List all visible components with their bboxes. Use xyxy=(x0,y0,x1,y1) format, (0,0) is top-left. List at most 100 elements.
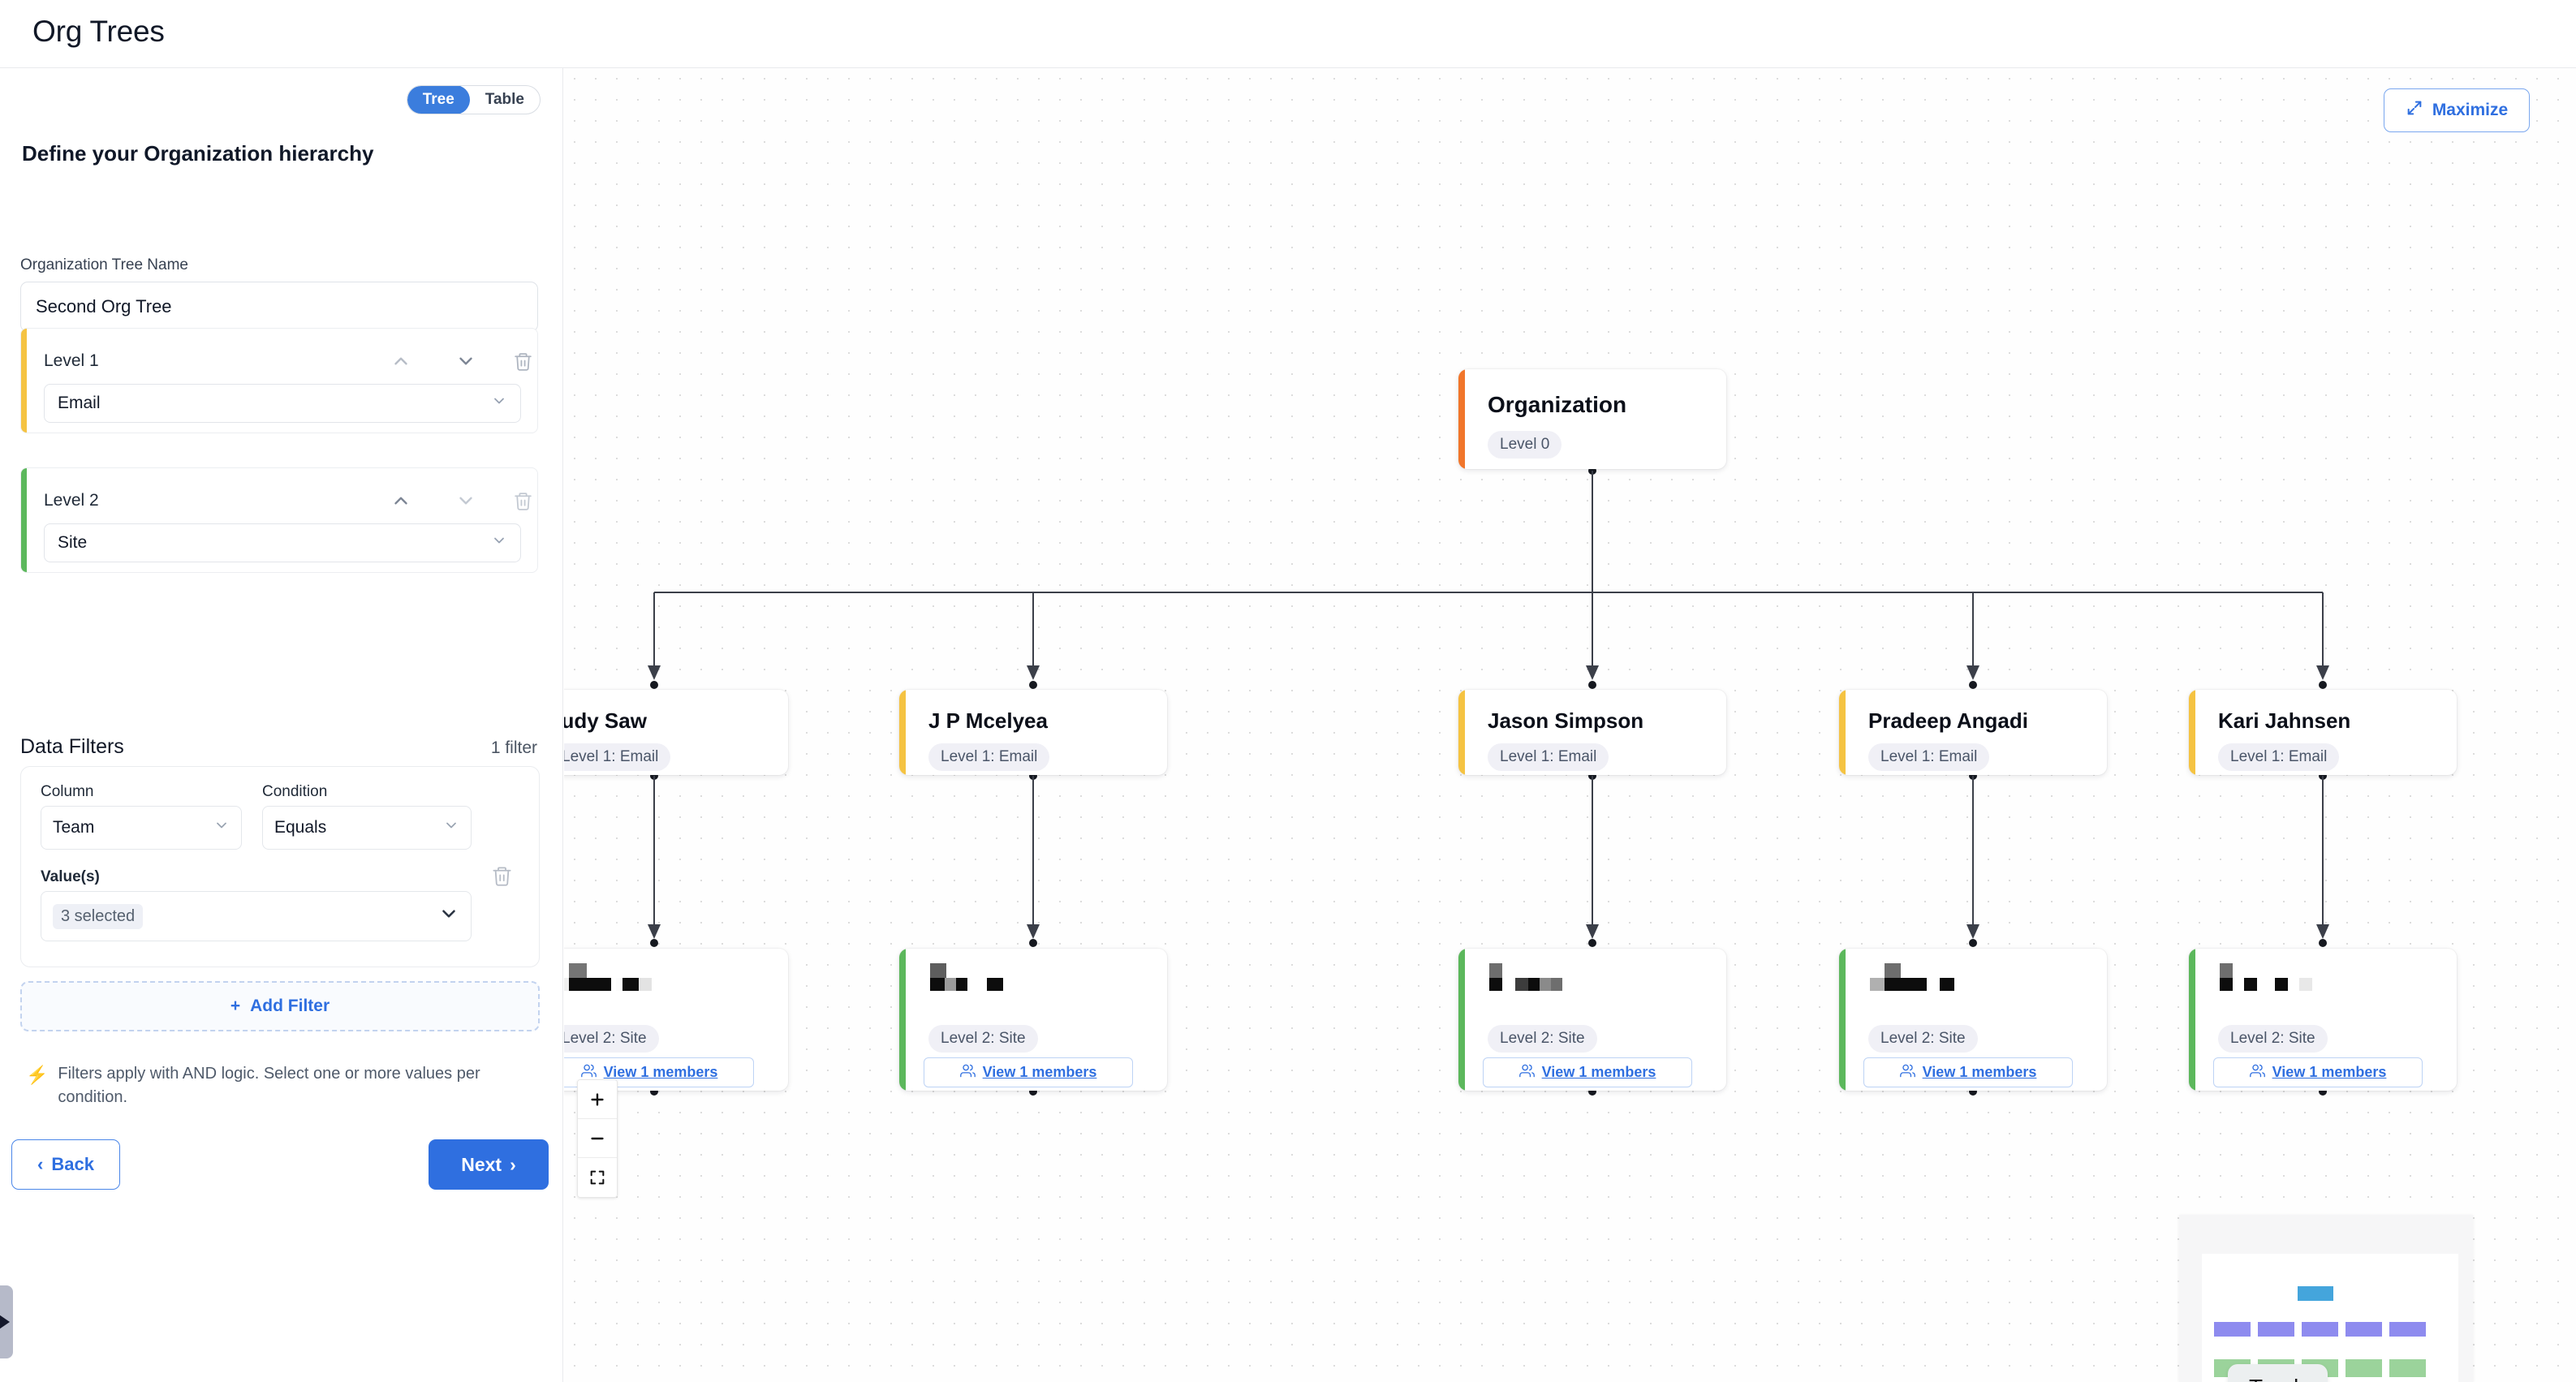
canvas-minimap[interactable] xyxy=(2179,1215,2473,1382)
node-level-badge: Level 2: Site xyxy=(2218,1025,2328,1053)
column-label: Column xyxy=(41,783,94,800)
node-level-badge: Level 2: Site xyxy=(928,1025,1038,1053)
expand-icon xyxy=(2406,99,2423,122)
move-level-down-button[interactable] xyxy=(450,484,482,517)
add-filter-label: Add Filter xyxy=(250,997,330,1015)
panel-heading: Define your Organization hierarchy xyxy=(22,141,374,166)
node-title: Judy Saw xyxy=(564,708,647,733)
level-stripe xyxy=(21,329,27,433)
maximize-button[interactable]: Maximize xyxy=(2384,88,2530,132)
node-stripe xyxy=(1839,690,1846,775)
org-node-root[interactable]: Organization Level 0 xyxy=(1458,369,1726,469)
delete-level-button[interactable] xyxy=(506,345,537,377)
org-node-level1[interactable]: Jason Simpson Level 1: Email xyxy=(1458,690,1726,775)
back-button[interactable]: ‹ Back xyxy=(11,1139,120,1190)
view-members-label: View 1 members xyxy=(603,1064,718,1080)
chevron-left-icon: ‹ xyxy=(37,1154,44,1174)
node-stripe xyxy=(1458,369,1465,469)
node-title: J P Mcelyea xyxy=(928,708,1048,733)
level-title: Level 1 xyxy=(44,351,99,370)
level-column-select[interactable]: Site xyxy=(44,523,521,562)
data-filters-heading: Data Filters xyxy=(20,735,124,758)
node-level-badge: Level 2: Site xyxy=(1868,1025,1978,1053)
fit-view-button[interactable] xyxy=(578,1158,617,1197)
page-title: Org Trees xyxy=(32,15,165,48)
filter-column-select[interactable]: Team xyxy=(41,806,242,850)
values-label: Value(s) xyxy=(41,868,100,885)
members-icon xyxy=(2249,1063,2265,1083)
chevron-down-icon xyxy=(213,817,230,838)
org-node-level2[interactable]: Level 2: Site View 1 members xyxy=(1458,949,1726,1091)
node-stripe xyxy=(2189,949,2195,1091)
chevron-right-icon: › xyxy=(510,1153,516,1175)
level-column-value: Site xyxy=(58,533,88,552)
tree-name-label: Organization Tree Name xyxy=(20,256,188,273)
members-icon xyxy=(959,1063,976,1083)
org-node-level1[interactable]: Judy Saw Level 1: Email xyxy=(564,690,788,775)
move-level-down-button[interactable] xyxy=(450,345,482,377)
move-level-up-button[interactable] xyxy=(385,345,417,377)
chevron-down-icon xyxy=(443,817,459,838)
org-node-level1[interactable]: Pradeep Angadi Level 1: Email xyxy=(1839,690,2107,775)
view-members-label: View 1 members xyxy=(1922,1064,2037,1080)
zoom-out-button[interactable] xyxy=(578,1119,617,1158)
delete-filter-button[interactable] xyxy=(485,859,518,892)
delete-level-button[interactable] xyxy=(506,484,537,517)
tree-name-input[interactable] xyxy=(20,282,538,332)
org-node-level1[interactable]: Kari Jahnsen Level 1: Email xyxy=(2189,690,2457,775)
node-stripe xyxy=(1839,949,1846,1091)
toggle-table[interactable]: Table xyxy=(485,91,524,108)
node-level-badge: Level 1: Email xyxy=(1868,743,1990,771)
filter-values-select[interactable]: 3 selected xyxy=(41,891,472,941)
level-column-value: Email xyxy=(58,394,101,412)
org-node-level2[interactable]: Level 2: Site View 1 members xyxy=(564,949,788,1091)
level-card-2[interactable]: Level 2 Site xyxy=(20,467,538,573)
filter-condition-select[interactable]: Equals xyxy=(262,806,472,850)
node-stripe xyxy=(899,949,906,1091)
zoom-in-button[interactable] xyxy=(578,1080,617,1119)
node-level-badge: Level 1: Email xyxy=(928,743,1050,771)
add-filter-button[interactable]: + Add Filter xyxy=(20,981,540,1031)
org-node-level2[interactable]: Level 2: Site View 1 members xyxy=(2189,949,2457,1091)
org-node-level2[interactable]: Level 2: Site View 1 members xyxy=(1839,949,2107,1091)
level-column-select[interactable]: Email xyxy=(44,384,521,423)
minimap-level1-node xyxy=(2214,1322,2251,1337)
node-title: Jason Simpson xyxy=(1488,708,1644,733)
filter-count-label: 1 filter xyxy=(490,738,537,757)
view-members-button[interactable]: View 1 members xyxy=(1863,1057,2073,1087)
view-members-button[interactable]: View 1 members xyxy=(1483,1057,1692,1087)
minimap-level2-node xyxy=(2389,1359,2426,1377)
minimap-viewport xyxy=(2202,1254,2458,1382)
next-label: Next xyxy=(461,1153,502,1175)
zoom-controls[interactable] xyxy=(577,1079,618,1198)
org-node-level2[interactable]: Level 2: Site View 1 members xyxy=(899,949,1167,1091)
filter-help-text: Filters apply with AND logic. Select one… xyxy=(58,1065,480,1106)
condition-label: Condition xyxy=(262,783,328,800)
filter-condition-value: Equals xyxy=(274,818,327,837)
chevron-down-icon xyxy=(491,393,507,414)
node-stripe xyxy=(1458,690,1465,775)
node-level-badge: Level 2: Site xyxy=(564,1025,659,1053)
level-stripe xyxy=(21,468,27,572)
members-icon xyxy=(580,1063,597,1083)
move-level-up-button[interactable] xyxy=(385,484,417,517)
level-card-1[interactable]: Level 1 Email xyxy=(20,328,538,433)
org-tree-canvas[interactable]: Maximize xyxy=(564,68,2576,1382)
view-mode-toggle[interactable]: Tree Table xyxy=(406,85,541,114)
chevron-down-icon xyxy=(438,903,459,929)
node-stripe xyxy=(1458,949,1465,1091)
node-level-badge: Level 2: Site xyxy=(1488,1025,1597,1053)
minimap-level1-node xyxy=(2258,1322,2294,1337)
org-node-level1[interactable]: J P Mcelyea Level 1: Email xyxy=(899,690,1167,775)
left-config-panel: Tree Table Define your Organization hier… xyxy=(0,68,563,1382)
level-title: Level 2 xyxy=(44,491,99,510)
view-members-button[interactable]: View 1 members xyxy=(924,1057,1133,1087)
next-button[interactable]: Next › xyxy=(429,1139,549,1190)
panel-collapse-handle[interactable] xyxy=(0,1285,13,1358)
minimap-level1-node xyxy=(2389,1322,2426,1337)
view-members-label: View 1 members xyxy=(2272,1064,2387,1080)
view-members-label: View 1 members xyxy=(1541,1064,1656,1080)
toggle-tree[interactable]: Tree xyxy=(407,86,470,114)
plus-icon: + xyxy=(230,997,241,1015)
view-members-button[interactable]: View 1 members xyxy=(2213,1057,2423,1087)
